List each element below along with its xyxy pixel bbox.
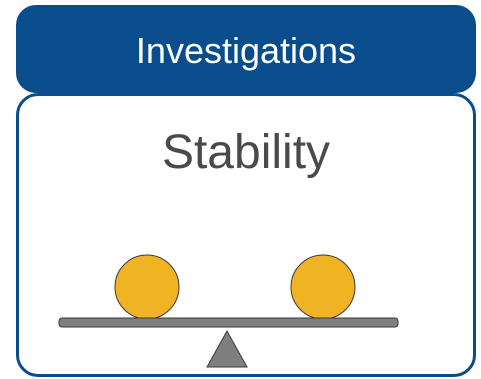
content-card xyxy=(16,93,476,377)
left-ball-icon xyxy=(114,254,180,320)
card-title: Stability xyxy=(161,126,331,179)
header-tab xyxy=(16,5,476,93)
right-ball-icon xyxy=(290,254,356,320)
header-title: Investigations xyxy=(135,30,357,71)
balance-beam xyxy=(58,317,399,328)
fulcrum-icon xyxy=(206,329,248,368)
